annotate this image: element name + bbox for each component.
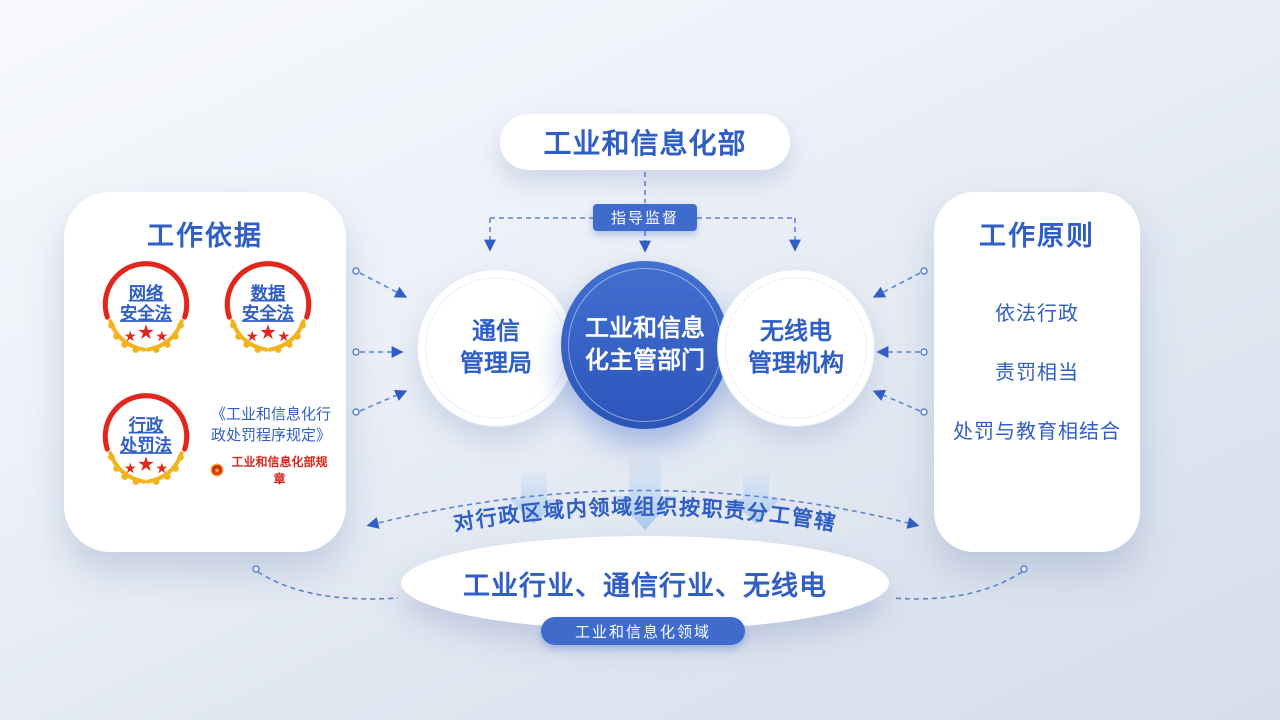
work-principles-panel: 工作原则 依法行政 责罚相当 处罚与教育相结合 [934,192,1140,552]
circle-label-line2: 管理机构 [748,350,844,377]
law-name-line1: 数据 [251,283,286,303]
down-arrow-icon [614,460,676,530]
circle-miit-department-label: 工业和信息 化主管部门 [585,313,705,378]
circle-comm-admin-bureau-label: 通信 管理局 [460,316,532,381]
principle-item: 责罚相当 [995,362,1079,384]
circle-radio-agency-label: 无线电 管理机构 [748,316,844,381]
field-badge: 工业和信息化领域 [541,617,745,645]
supervision-badge-label: 指导监督 [610,210,679,227]
regulated-fields-ellipse: 工业行业、通信行业、无线电 [401,536,889,630]
red-arc-icon [102,261,190,320]
national-emblem-icon [210,463,224,477]
law-name-line1: 网络 [129,283,164,303]
down-flow-arrows [509,460,781,530]
circle-radio-agency: 无线电 管理机构 [717,269,875,427]
principles-list: 依法行政 责罚相当 处罚与教育相结合 [934,297,1140,444]
connector-dot [352,348,360,356]
regulation-tag: 工业和信息化部规章 [210,453,332,487]
circle-label-line1: 工业和信息 [585,314,705,342]
law-name-line2: 安全法 [120,303,172,323]
down-arrow-icon [731,472,781,524]
left-panel-arrow-3 [359,389,408,412]
regulation-title: 《工业和信息化行政处罚程序规定》 [210,406,331,444]
principle-item: 处罚与教育相结合 [953,421,1121,443]
red-arc-icon [102,393,190,452]
laurel-wreath-icon [108,319,184,353]
circle-label-line2: 化主管部门 [585,347,705,374]
laurel-wreath-icon [108,451,184,485]
circle-label-line1: 无线电 [760,317,832,345]
left-bottom-link [257,571,399,600]
connector-dot [920,267,928,275]
work-basis-panel: 工作依据 网络 安全法 数据 安全法 [64,192,346,552]
connector-dot [352,267,360,275]
law-name-line1: 行政 [128,415,164,435]
supervision-badge: 指导监督 [593,204,697,231]
connector-dot [352,408,360,416]
circle-comm-admin-bureau: 通信 管理局 [417,269,575,427]
stars-icon [246,324,290,342]
red-arc-icon [224,261,312,320]
right-panel-arrow-1 [872,272,921,298]
connector-dot [252,565,260,573]
circle-label-line1: 通信 [472,317,520,345]
ministry-node: 工业和信息化部 [500,114,790,170]
laurel-wreath-icon [230,319,306,353]
connector-dot [920,348,928,356]
down-arrow-icon [509,472,559,524]
circle-label-line2: 管理局 [460,350,532,377]
left-panel-arrow-1 [359,272,408,298]
regulation-block: 《工业和信息化行政处罚程序规定》 工业和信息化部规章 [210,404,332,487]
law-badge-admin-penalty: 行政 处罚法 [102,393,190,485]
stars-icon [124,456,168,474]
connector-dot [920,408,928,416]
field-badge-label: 工业和信息化领域 [574,623,711,641]
circle-miit-department: 工业和信息 化主管部门 [561,261,729,429]
right-bottom-link [891,571,1023,600]
regulation-tag-label: 工业和信息化部规章 [231,455,328,486]
principle-item: 依法行政 [995,303,1079,325]
ministry-label: 工业和信息化部 [543,128,747,159]
work-basis-title: 工作依据 [147,221,263,251]
law-name-line2: 处罚法 [119,435,172,455]
law-badge-data-security: 数据 安全法 [224,261,312,353]
law-name-line2: 安全法 [242,303,294,323]
stars-icon [124,324,168,342]
connector-dot [1020,565,1028,573]
work-principles-title: 工作原则 [979,221,1095,251]
right-panel-arrow-3 [872,389,921,412]
regulated-fields-label: 工业行业、通信行业、无线电 [463,570,827,601]
law-badge-cybersecurity: 网络 安全法 [102,261,190,353]
